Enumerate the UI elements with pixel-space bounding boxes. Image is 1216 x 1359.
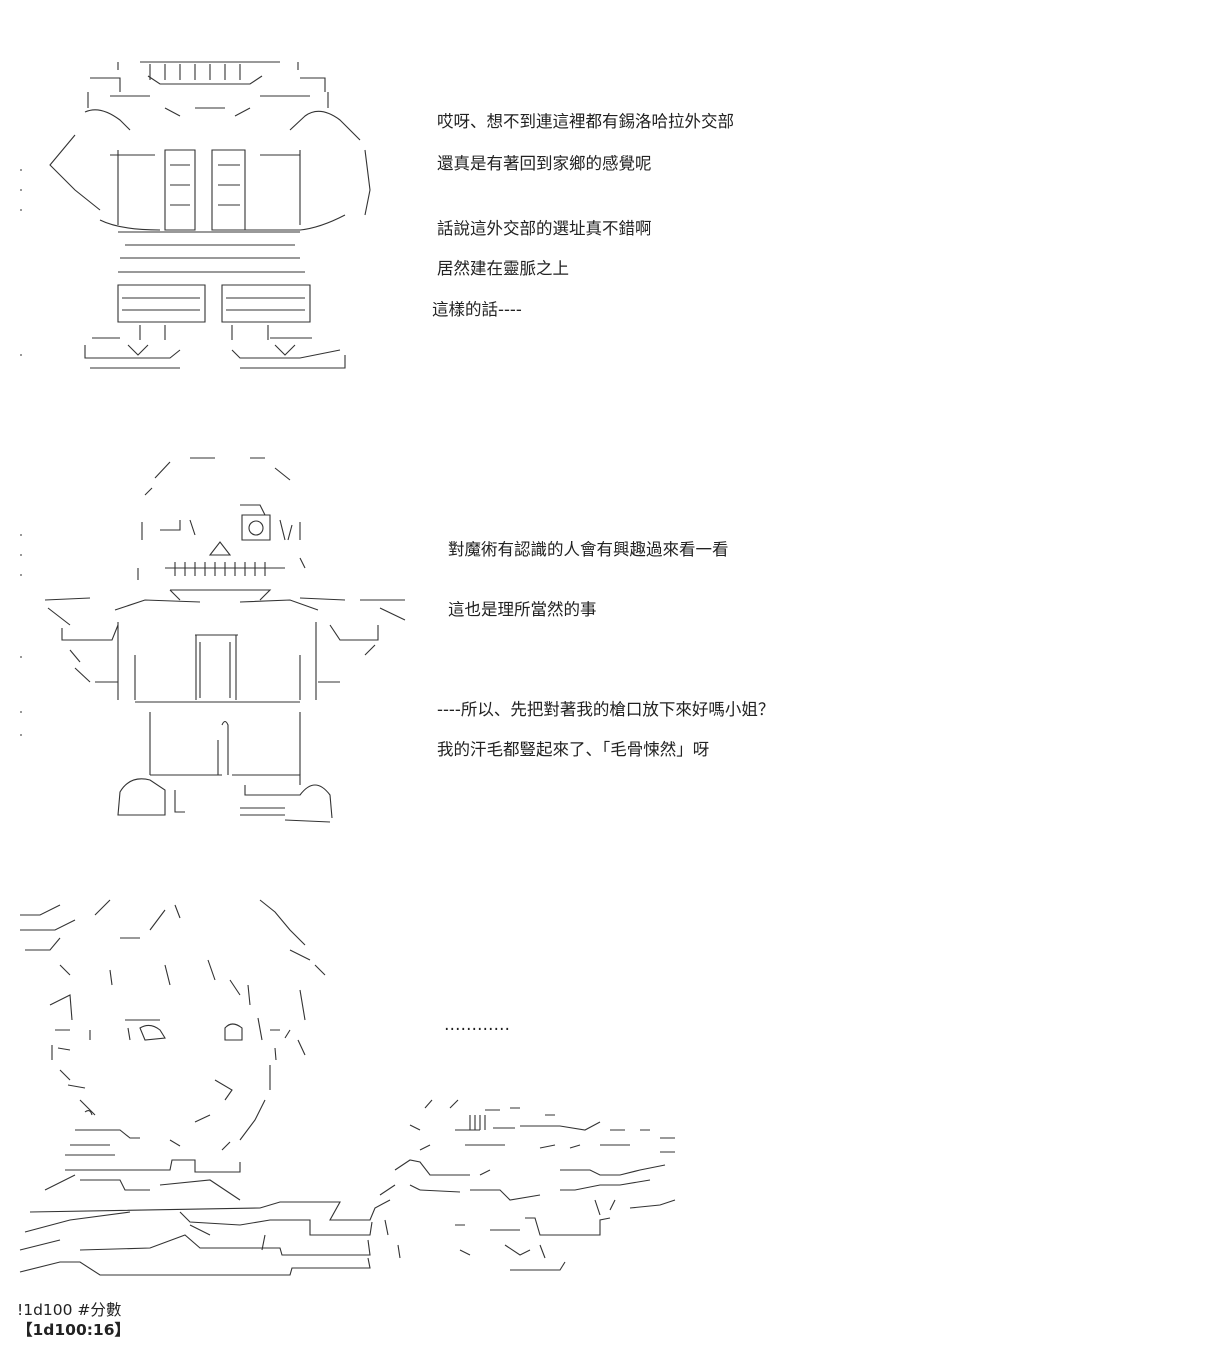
panel-2-art	[0, 450, 1216, 830]
dialogue-line: 這也是理所當然的事	[448, 600, 597, 619]
skeleton-hands-up-art	[20, 457, 406, 823]
dice-command: !1d100 #分數	[17, 1301, 122, 1319]
dialogue-line: ----所以、先把對著我的槍口放下來好嗎小姐？	[437, 700, 775, 719]
dialogue-line: …………	[444, 1015, 510, 1034]
panel-1-art	[0, 50, 1216, 390]
dialogue-line: 這樣的話----	[432, 300, 522, 319]
skeleton-arms-crossed-art	[20, 61, 371, 369]
dialogue-line: 我的汗毛都豎起來了、「毛骨悚然」呀	[437, 740, 710, 759]
girl-at-desk-art	[19, 899, 676, 1276]
panel-3-art	[0, 890, 1216, 1290]
dice-result: 【1d100:16】	[17, 1321, 131, 1339]
dialogue-line: 居然建在靈脈之上	[437, 259, 569, 278]
dialogue-line: 話說這外交部的選址真不錯啊	[437, 219, 652, 238]
dialogue-line: 哎呀、想不到連這裡都有錫洛哈拉外交部	[437, 112, 734, 131]
dialogue-line: 對魔術有認識的人會有興趣過來看一看	[448, 540, 729, 559]
dialogue-line: 還真是有著回到家鄉的感覺呢	[437, 154, 652, 173]
